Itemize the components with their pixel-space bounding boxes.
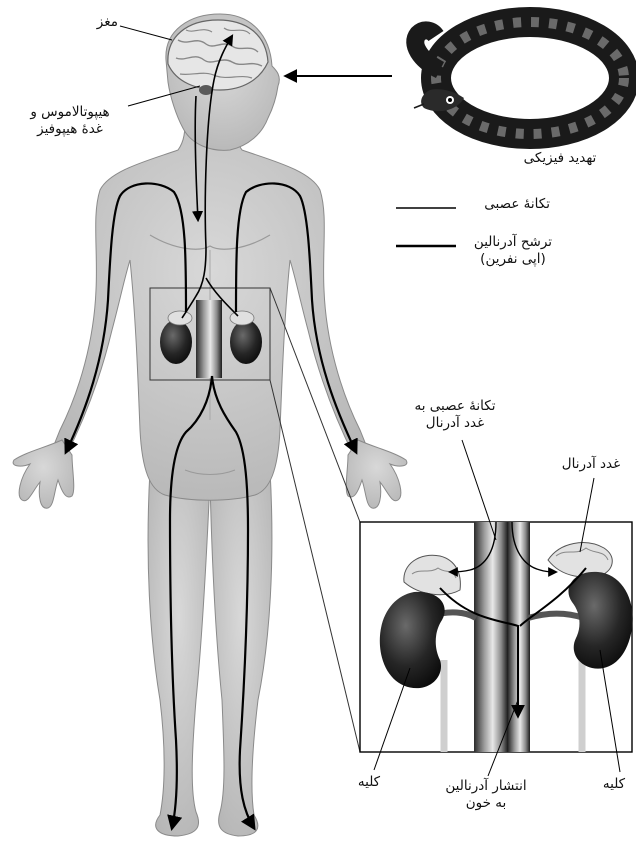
left-hand xyxy=(13,440,74,508)
legend-nerve-impulse: تکانۀ عصبی xyxy=(460,196,550,213)
inset-panel xyxy=(360,522,633,752)
label-adrenal-gland: غدد آدرنال xyxy=(546,456,636,473)
label-hypothalamus-line1: هیپوتالاموس و xyxy=(10,104,130,121)
label-kidney-right: کلیه xyxy=(592,776,636,793)
brain xyxy=(168,20,268,90)
label-hypothalamus-line2: غدۀ هیپوفیز xyxy=(10,121,130,138)
snake-icon xyxy=(414,22,624,134)
label-adrenal-nerve-line2: غدد آدرنال xyxy=(390,415,520,432)
label-brain: مغز xyxy=(74,14,118,31)
label-adrenal-nerve-impulse: تکانۀ عصبی به غدد آدرنال xyxy=(390,398,520,432)
label-adrenal-nerve-line1: تکانۀ عصبی به xyxy=(390,398,520,415)
legend-adrenaline-secretion: ترشح آدرنالین (اپی نفرین) xyxy=(458,234,568,268)
kidney-icon xyxy=(230,320,262,364)
label-adrenaline-release-line2: به خون xyxy=(424,795,548,812)
label-physical-threat: تهدید فیزیکی xyxy=(500,150,620,167)
label-adrenaline-release-line1: انتشار آدرنالین xyxy=(424,778,548,795)
adrenal-gland-icon xyxy=(168,311,192,325)
kidney-icon xyxy=(160,320,192,364)
legend-adrenaline-secretion-line1: ترشح آدرنالین xyxy=(458,234,568,251)
leader-brain xyxy=(120,26,172,40)
label-adrenaline-release: انتشار آدرنالین به خون xyxy=(424,778,548,812)
label-hypothalamus: هیپوتالاموس و غدۀ هیپوفیز xyxy=(10,104,130,138)
left-leg xyxy=(148,470,210,836)
legend-adrenaline-secretion-line2: (اپی نفرین) xyxy=(458,251,568,268)
label-kidney-left: کلیه xyxy=(344,774,394,791)
adrenal-gland-icon xyxy=(230,311,254,325)
